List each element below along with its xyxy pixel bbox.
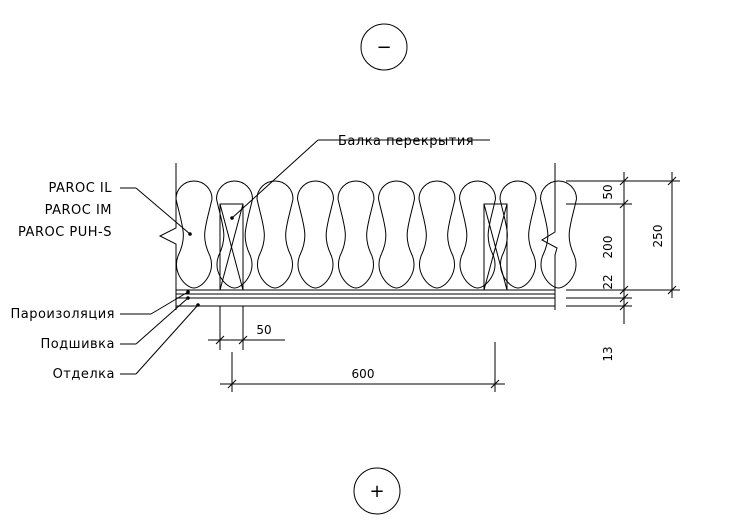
- minus-marker-sign: −: [376, 37, 391, 58]
- dim-top-layer-value: 50: [601, 184, 615, 199]
- insulation-callout: PAROC IL PAROC IM PAROC PUH-S: [18, 181, 192, 240]
- dim-total-value: 250: [651, 225, 665, 248]
- beam-label: Балка перекрытия: [338, 134, 474, 149]
- insulation-label-3: PAROC PUH-S: [18, 225, 112, 240]
- layers-callout: Пароизоляция Подшивка Отделка: [10, 290, 200, 382]
- vertical-dims: 50 200 250 22 13: [566, 172, 680, 362]
- beam-callout: Балка перекрытия: [230, 134, 490, 220]
- plus-marker-sign: +: [369, 481, 384, 502]
- dim-beam-spacing: 600: [220, 342, 505, 392]
- section-edges: [158, 163, 558, 290]
- insulation-pattern: [175, 180, 577, 289]
- insulation-curves: [175, 180, 577, 289]
- plus-marker: +: [353, 467, 401, 515]
- finish-label: Отделка: [53, 367, 115, 382]
- ceiling-layers: [175, 289, 556, 310]
- dim-beam-height-value: 200: [601, 236, 615, 259]
- dim-beam-width: 50: [208, 306, 285, 350]
- insulation-label-1: PAROC IL: [49, 181, 113, 196]
- sheathing-label: Подшивка: [40, 337, 115, 352]
- minus-marker: −: [360, 23, 408, 71]
- dim-finish-value: 13: [601, 346, 615, 361]
- beam-right: [483, 203, 508, 291]
- insulation-label-2: PAROC IM: [45, 203, 112, 218]
- dim-sheathing-value: 22: [601, 274, 615, 289]
- dim-beam-width-value: 50: [256, 323, 271, 337]
- vapor-barrier-label: Пароизоляция: [10, 307, 115, 322]
- dim-beam-spacing-value: 600: [352, 367, 375, 381]
